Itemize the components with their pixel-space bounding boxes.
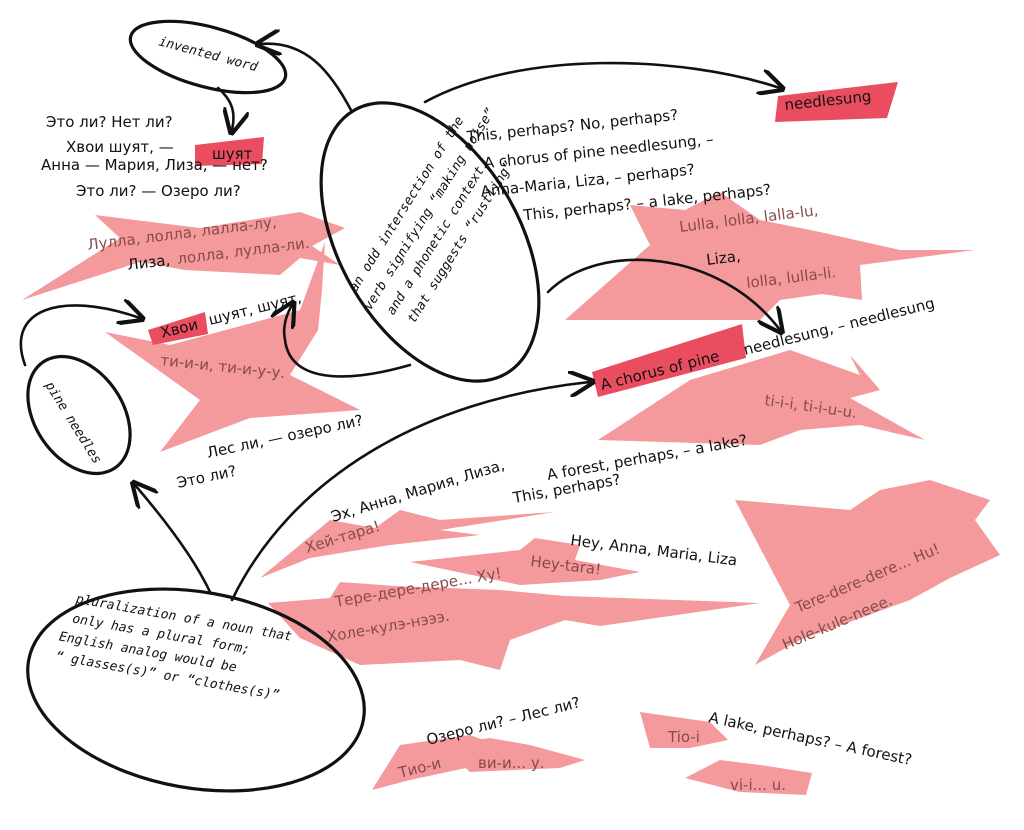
arrow-odd-to-khvoi — [284, 305, 412, 378]
bubble-invented-word — [128, 19, 288, 95]
splash-khey — [260, 510, 555, 578]
note-invented-word: invented word — [157, 34, 259, 75]
ru-line-2: Хвои шуят, — — [66, 138, 174, 156]
note-bubbles — [26, 19, 541, 793]
bubble-pluralization — [26, 587, 366, 793]
splash-ti-en — [598, 350, 925, 445]
splash-tio-en — [640, 712, 728, 748]
highlight-khvoi — [148, 312, 208, 345]
arrow-odd-to-needlesung — [423, 61, 780, 104]
highlight-boxes — [148, 82, 898, 397]
splash-shapes — [22, 192, 1000, 795]
note-pluralization: pluralization of a noun that only has a … — [54, 592, 293, 704]
arrow-pine-to-khvoi — [19, 305, 140, 367]
highlight-chorus — [592, 324, 746, 397]
splash-ti-ru — [105, 242, 360, 452]
arrow-odd-to-chorus — [546, 258, 780, 330]
highlight-shuyat — [195, 137, 264, 166]
splash-hey-tara — [410, 538, 640, 585]
highlight-needlesung — [775, 82, 898, 122]
en-vi: vi-i... u. — [730, 776, 786, 794]
en-liza-a: Liza, — [705, 247, 741, 269]
arrow-invented-to-shuyat — [216, 86, 233, 130]
en-lake: A lake, perhaps? – A forest? — [707, 708, 913, 769]
splash-tere-ru — [268, 582, 760, 670]
arrow-plural-to-chorus — [230, 382, 590, 602]
splash-lulla-en — [565, 192, 975, 320]
ru-vi: ви-и... у. — [478, 754, 544, 772]
ru-shuyat: шуят — [212, 145, 253, 163]
splash-tere-en — [735, 480, 1000, 665]
en-tio: Tio-i — [667, 728, 700, 746]
arrows — [19, 44, 780, 602]
note-pine-needles: pine needles — [41, 378, 104, 466]
ru-line-3: Анна — Мария, Лиза, — нет? — [41, 156, 268, 174]
ru-les-2: Это ли? — [175, 462, 238, 492]
splash-vi-ru — [440, 738, 585, 772]
ru-line-1: Это ли? Нет ли? — [46, 113, 173, 131]
bubble-pine-needles — [26, 354, 132, 476]
arrow-odd-to-invented — [260, 44, 354, 114]
splash-lulla-ru — [22, 212, 345, 300]
ru-line-4: Это ли? — Озеро ли? — [76, 182, 241, 200]
ru-liza-a: Лиза, — [126, 251, 171, 274]
russian-stanza-1: Это ли? Нет ли? Хвои шуят, — шуят Анна —… — [41, 113, 268, 200]
bubble-odd-intersection — [319, 101, 541, 383]
splash-vi-en — [685, 760, 812, 795]
arrow-plural-to-pine — [135, 485, 212, 594]
